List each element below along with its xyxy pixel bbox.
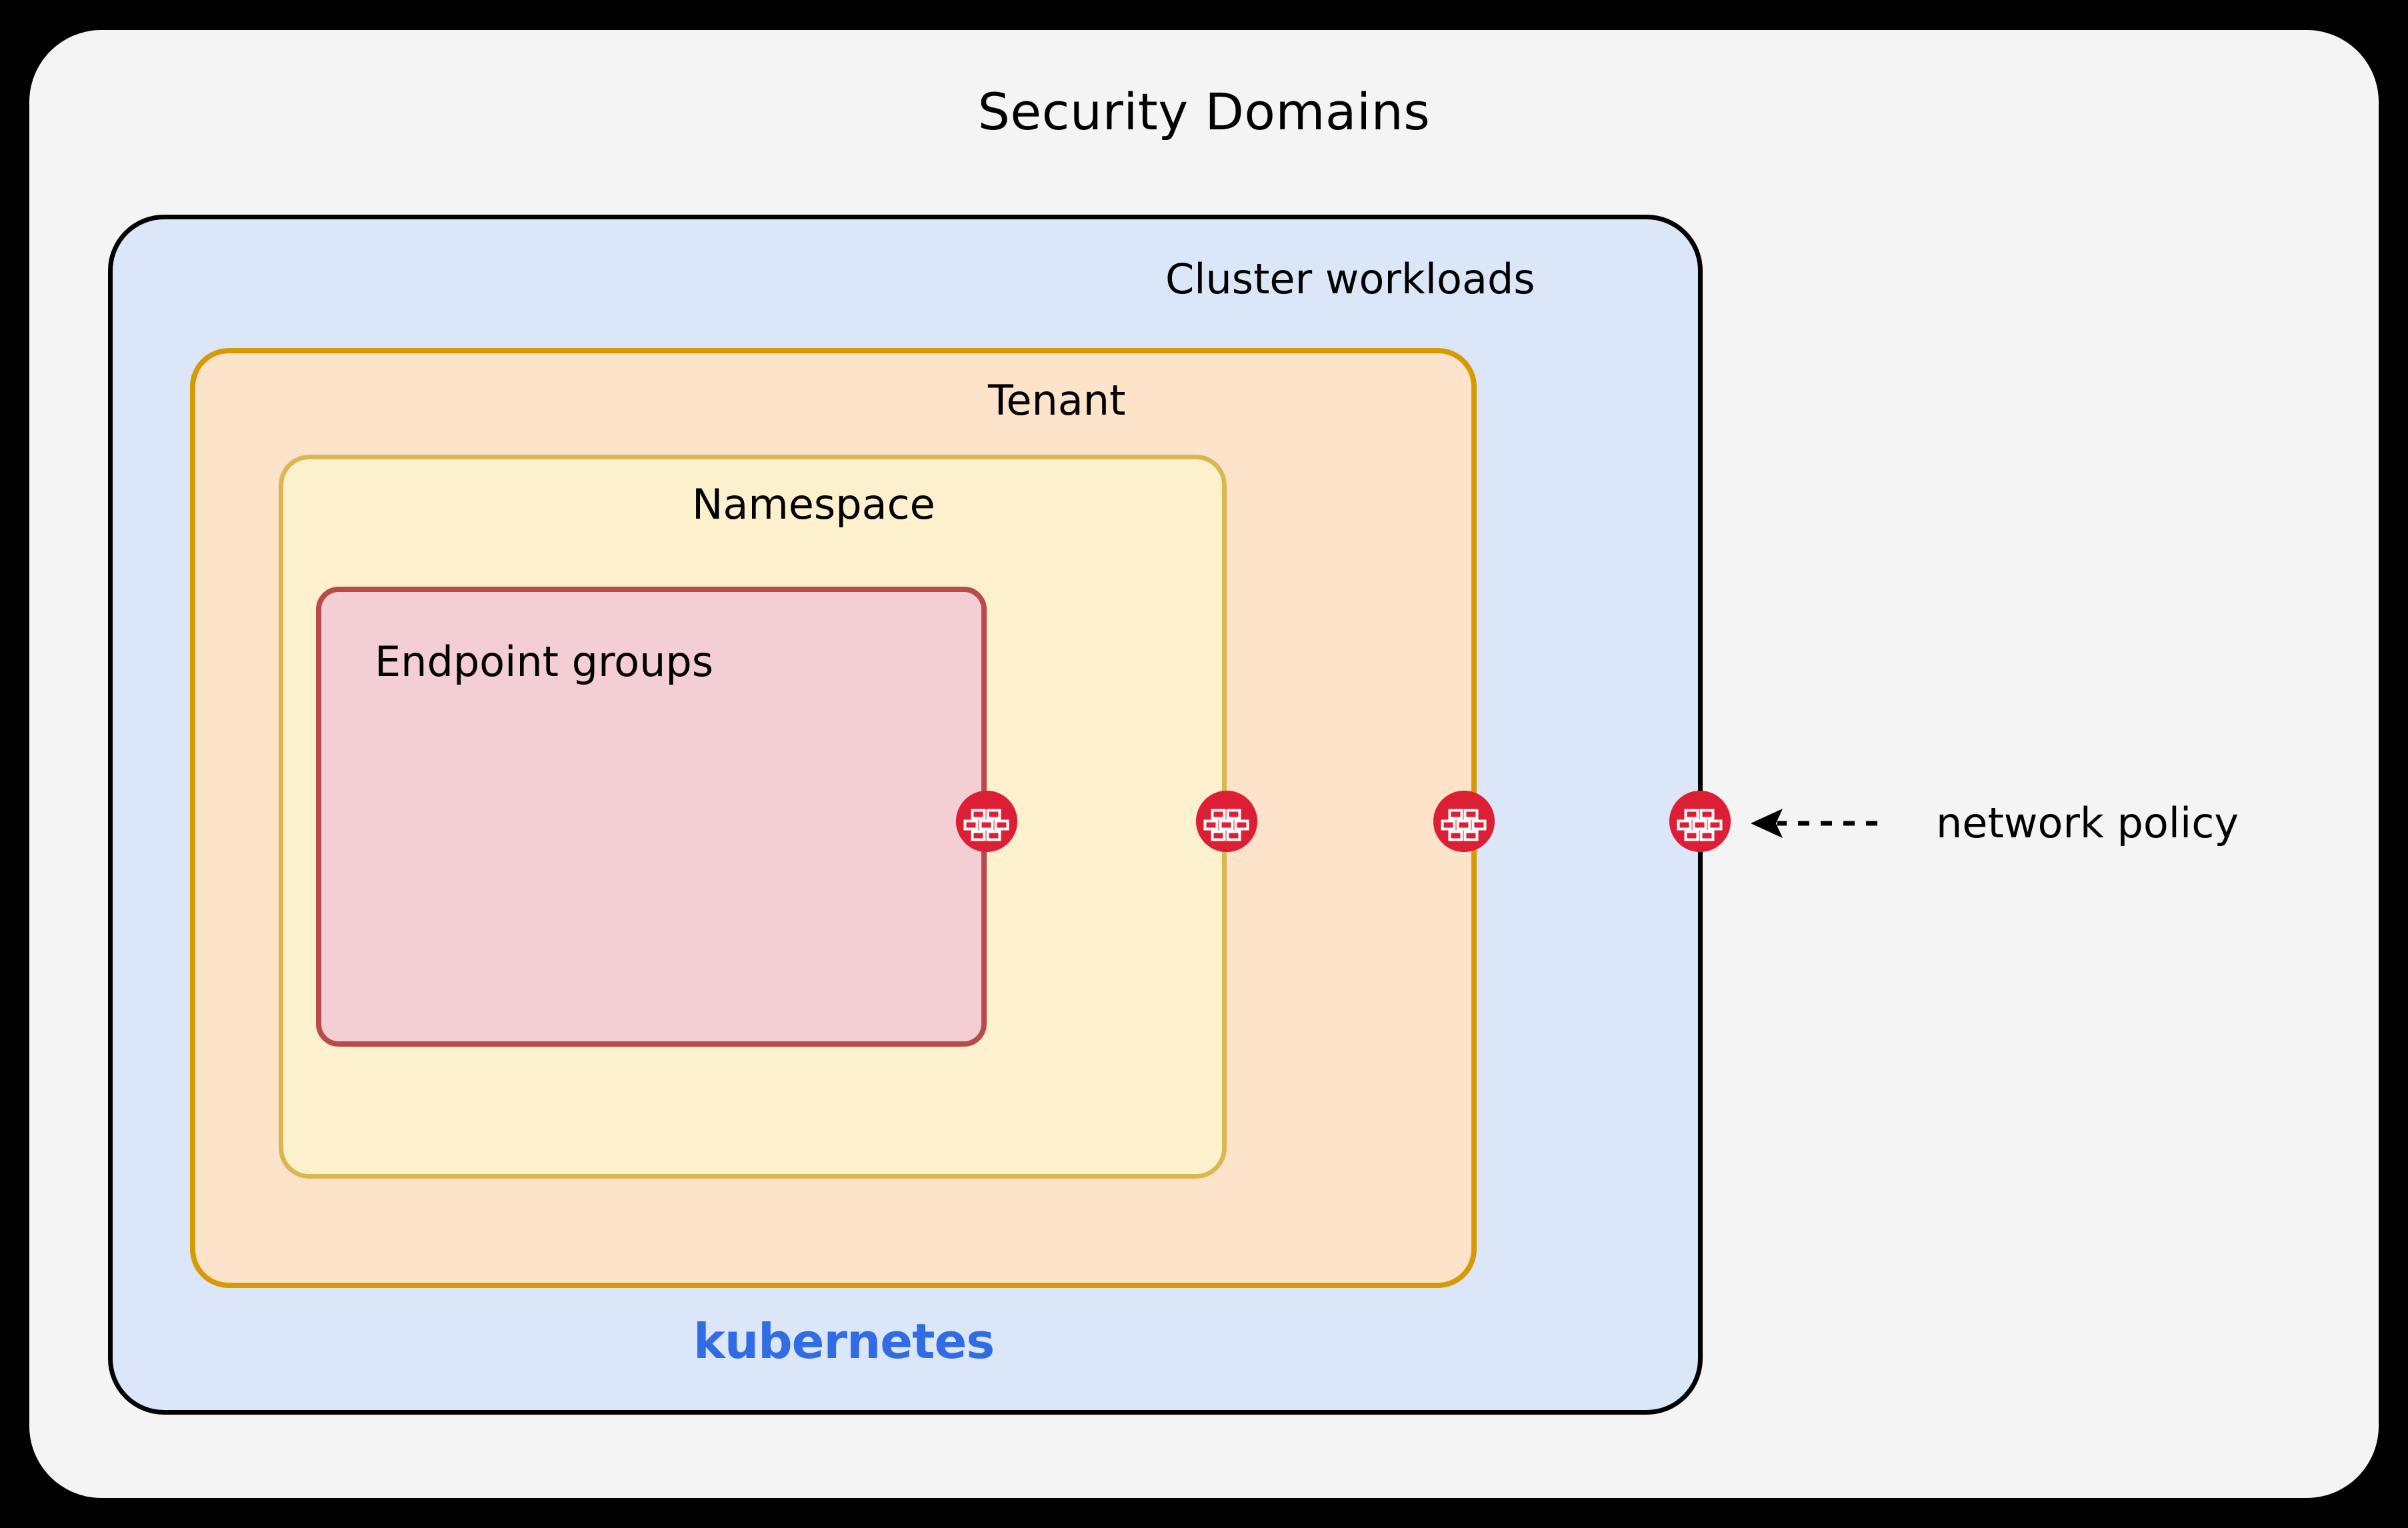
endpoint-groups-box[interactable]	[316, 587, 987, 1047]
page-title: Security Domains	[977, 82, 1431, 141]
kubernetes-brand-label: kubernetes	[693, 1313, 995, 1369]
endpoint-groups-label: Endpoint groups	[375, 637, 714, 686]
dashed-left-arrow-icon	[1751, 809, 1877, 838]
network-policy-label: network policy	[1936, 799, 2239, 847]
firewall-brick-wall-icon[interactable]	[1433, 791, 1495, 852]
tenant-label: Tenant	[988, 376, 1126, 425]
firewall-brick-wall-icon[interactable]	[1196, 791, 1257, 852]
cluster-workloads-label: Cluster workloads	[1165, 255, 1535, 303]
firewall-brick-wall-icon[interactable]	[1669, 791, 1731, 852]
network-policy-annotation: network policy	[1747, 787, 2239, 860]
firewall-brick-wall-icon[interactable]	[956, 791, 1017, 852]
namespace-label: Namespace	[692, 480, 935, 529]
